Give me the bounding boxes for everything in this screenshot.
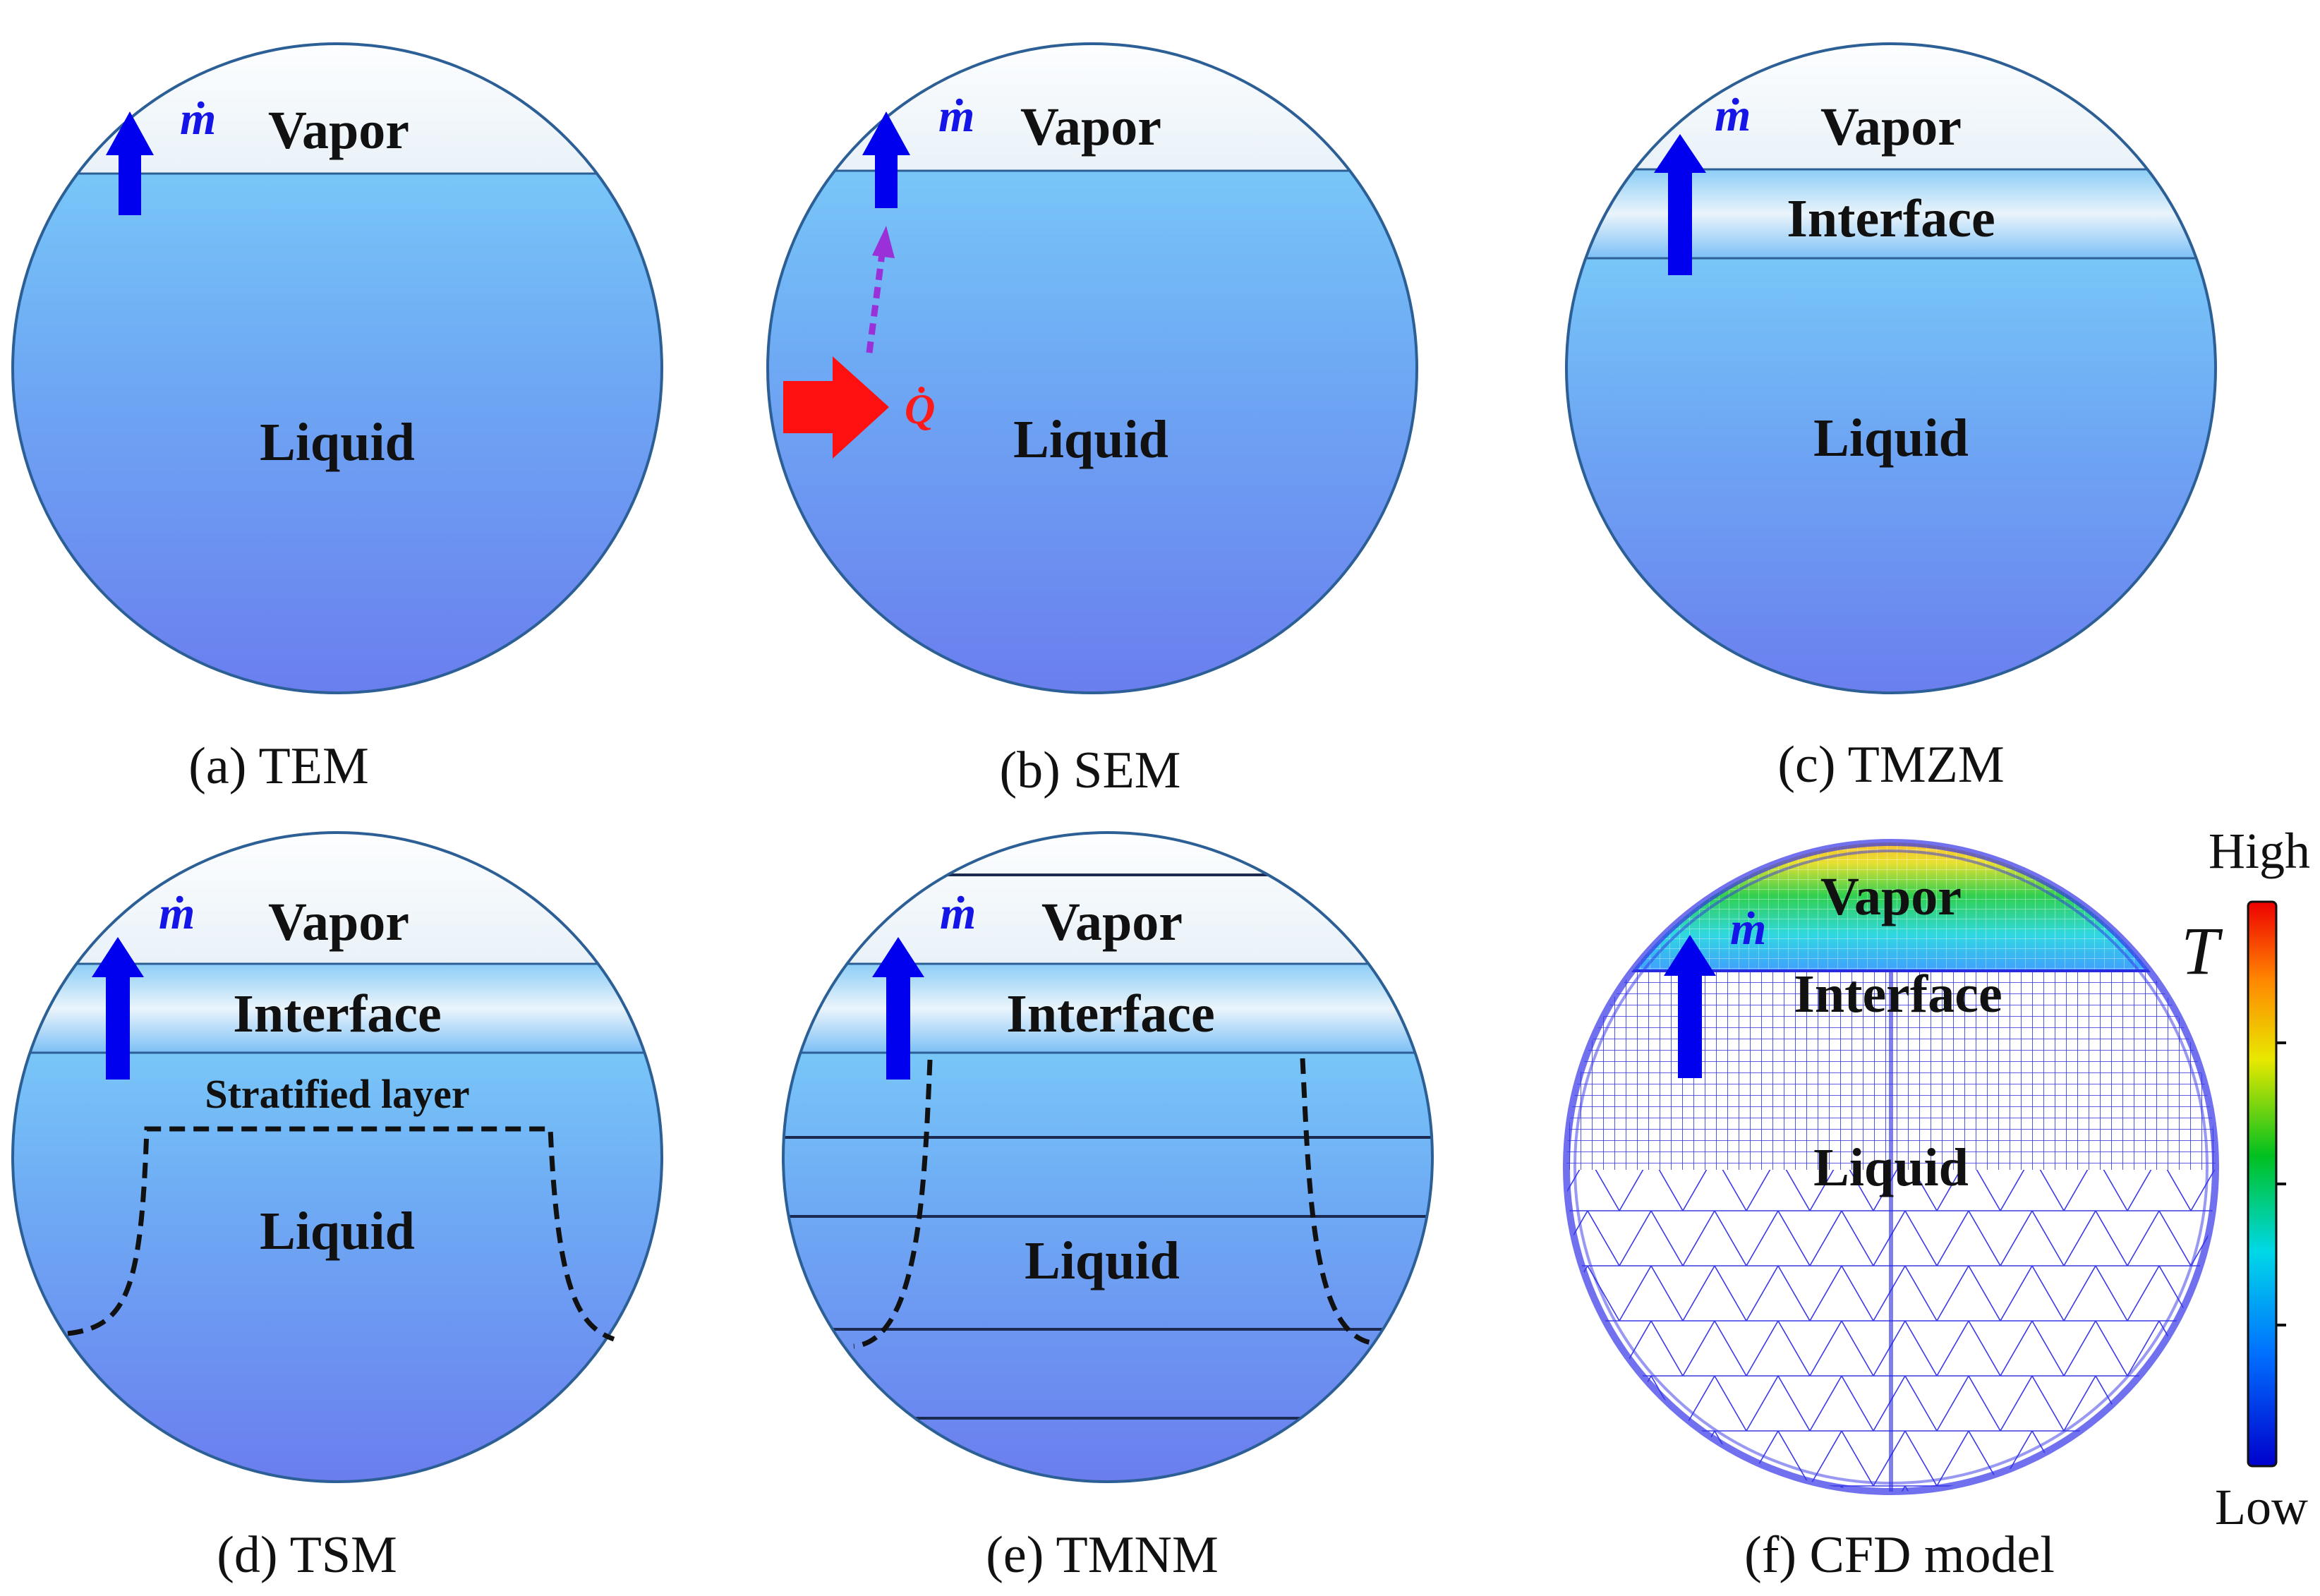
interface-label: Interface	[1794, 965, 2002, 1024]
vapor-label: Vapor	[1820, 867, 1962, 926]
panel-caption: (b) SEM	[1000, 742, 1181, 799]
tank-outline	[1565, 42, 2217, 694]
panel-caption: (c) TMZM	[1777, 736, 2004, 794]
mass-flow-arrow-icon	[92, 937, 144, 1080]
vapor-label: Vapor	[268, 101, 409, 160]
stratified-profile-curve	[67, 1126, 615, 1342]
liquid-label: Liquid	[1013, 410, 1168, 469]
panel-f: ṁ Vapor Interface Liquid (f) CFD model	[1563, 839, 2219, 1584]
heat-path-arrow-icon	[866, 226, 895, 353]
colorbar-gradient	[2247, 900, 2278, 1468]
mass-flow-arrow-icon	[872, 937, 924, 1080]
temperature-profile-left	[853, 1059, 933, 1349]
tank-outline	[782, 831, 1434, 1483]
colorbar-symbol: T	[2181, 913, 2223, 989]
colorbar-high-label: High	[2209, 823, 2310, 879]
liquid-label: Liquid	[1025, 1231, 1180, 1290]
mass-flow-arrow-icon	[1654, 134, 1706, 275]
heat-input-arrow-icon	[783, 356, 889, 459]
tank-outline	[11, 831, 663, 1483]
panel-c: ṁ Vapor Interface Liquid (c) TMZM	[1565, 42, 2217, 794]
heat-flow-label: Q̇	[905, 386, 935, 433]
interface-label: Interface	[233, 984, 441, 1044]
liquid-region	[13, 174, 662, 693]
panel-caption: (d) TSM	[217, 1526, 397, 1584]
vapor-label: Vapor	[1820, 97, 1962, 157]
interface-label: Interface	[1006, 984, 1214, 1044]
mass-flow-label: ṁ	[180, 93, 216, 145]
tank-wall-mesh-inner	[1573, 850, 2209, 1485]
liquid-label: Liquid	[260, 413, 415, 472]
mass-flow-label: ṁ	[159, 888, 195, 939]
temperature-profile-right	[1300, 1058, 1378, 1346]
unstructured-mesh	[1566, 1170, 2216, 1492]
panel-caption: (e) TMNM	[986, 1526, 1219, 1584]
vapor-label: Vapor	[1041, 893, 1183, 952]
interface-label: Interface	[1787, 189, 1995, 248]
stratified-layer-label: Stratified layer	[205, 1071, 469, 1117]
liquid-label: Liquid	[1813, 1138, 1969, 1197]
vapor-label: Vapor	[268, 893, 409, 952]
panel-caption: (a) TEM	[188, 737, 369, 795]
mass-flow-arrow-icon	[106, 111, 154, 215]
tank-outline	[11, 42, 663, 694]
panel-e: ṁ Vapor Interface Liquid (e) TMNM	[782, 831, 1434, 1584]
vapor-label: Vapor	[1020, 97, 1161, 157]
mass-flow-label: ṁ	[1730, 903, 1766, 955]
liquid-region	[13, 1053, 662, 1482]
panel-caption: (f) CFD model	[1744, 1526, 2055, 1584]
temperature-colorbar: High Low T	[2181, 823, 2310, 1535]
liquid-region	[1566, 258, 2216, 693]
mass-flow-label: ṁ	[1715, 90, 1751, 141]
panel-d: ṁ Vapor Interface Stratified layer Liqui…	[11, 831, 663, 1584]
panel-a: ṁ Vapor Liquid (a) TEM	[11, 42, 663, 795]
liquid-label: Liquid	[1813, 409, 1969, 468]
colorbar-low-label: Low	[2215, 1479, 2308, 1535]
tank-outline	[766, 42, 1418, 694]
panel-b: Q̇ ṁ Vapor Liquid (b) SEM	[766, 42, 1418, 799]
tank-wall-mesh	[1563, 839, 2219, 1495]
mass-flow-arrow-icon	[1664, 935, 1716, 1078]
mass-flow-arrow-icon	[862, 111, 910, 208]
liquid-region	[768, 171, 1417, 693]
mass-flow-label: ṁ	[938, 90, 974, 142]
liquid-label: Liquid	[260, 1202, 415, 1261]
mass-flow-label: ṁ	[940, 888, 976, 939]
